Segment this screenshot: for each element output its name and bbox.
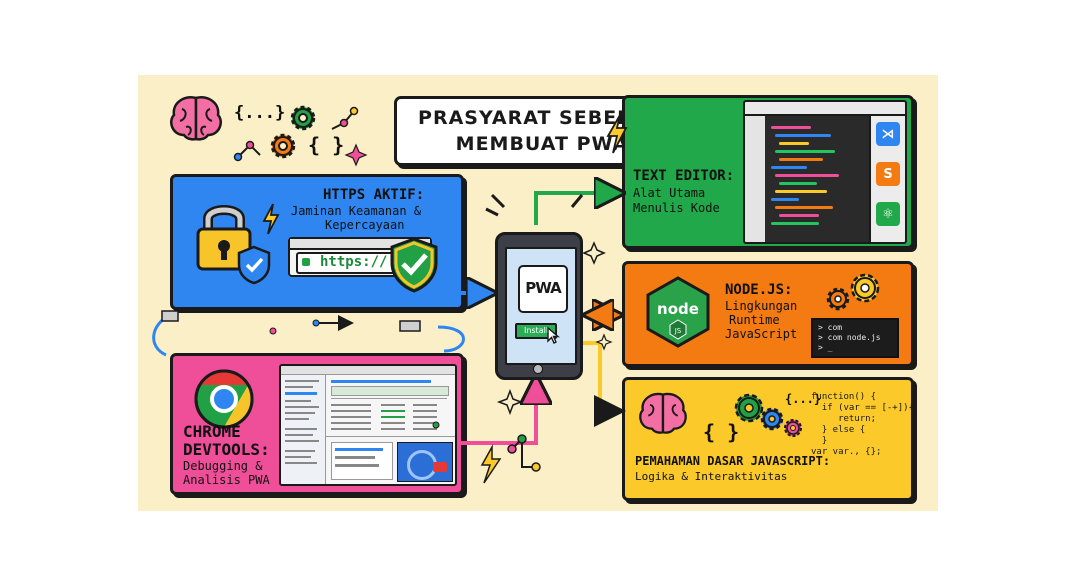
connector-lines [152, 75, 626, 484]
gear-icon [760, 407, 784, 431]
text-editor-line-1: Alat Utama [633, 186, 706, 200]
atom-icon: ⚛ [876, 202, 900, 226]
code-line: } [811, 436, 828, 446]
chrome-heading-2: DEVTOOLS: [183, 440, 270, 459]
nodejs-card: node JS NODE.JS: Lingkungan Runtime Java… [622, 261, 914, 367]
https-line-1: Jaminan Keamanan & [291, 204, 422, 218]
pwa-app-icon[interactable]: PWA [518, 265, 568, 313]
code-line: var var., {}; [811, 447, 882, 457]
cursor-icon [547, 326, 560, 344]
terminal-line: > _ [818, 343, 833, 352]
text-editor-line-2: Menulis Kode [633, 201, 720, 215]
title-line-2: MEMBUAT PWA [455, 133, 629, 155]
nodejs-logo-icon: node JS [646, 276, 710, 348]
code-line: function() { [811, 392, 877, 402]
gear-icon [290, 105, 316, 131]
braces-decor: { } [308, 133, 345, 157]
chrome-to-phone-arrow [461, 381, 536, 445]
devtools-window [279, 364, 457, 486]
https-line-2: Kepercayaan [325, 218, 405, 232]
code-line: if (var == [-+]){ [811, 403, 914, 413]
javascript-line-1: Logika & Interaktivitas [635, 470, 788, 483]
terminal-line: > com node.js [818, 333, 881, 342]
text-editor-card: TEXT EDITOR: Alat Utama Menulis Kode ⋊ S… [606, 95, 914, 249]
diagram-canvas: {...} { } PRASYARAT SEBELUM MEMBUAT PWA [138, 75, 938, 511]
brain-icon [170, 96, 222, 141]
terminal-line: > com [818, 323, 843, 332]
chrome-line-1: Debugging & [183, 459, 263, 473]
braces-decor: {...} [785, 392, 822, 406]
braces-decor: { } [703, 420, 740, 444]
https-heading: HTTPS AKTIF: [323, 187, 425, 203]
gear-icon [850, 273, 880, 303]
nodejs-logo-text: node [657, 300, 699, 318]
title-line-1: PRASYARAT SEBELUM [418, 107, 666, 129]
phone-screen: PWA Install [505, 247, 577, 365]
gear-icon [784, 419, 802, 437]
vscode-icon: ⋊ [876, 122, 900, 146]
network-doodle [233, 106, 368, 167]
padlock-icon [196, 205, 252, 271]
url-field: https:// [296, 252, 400, 274]
javascript-code-snippet: function() { if (var == [-+]){ return; }… [811, 392, 914, 458]
terminal-window: > com > com node.js > _ [811, 318, 899, 358]
code-editor-window: ⋊ S ⚛ [743, 100, 907, 244]
gear-icon [270, 133, 296, 159]
sublime-icon: S [876, 162, 900, 186]
chrome-devtools-card: CHROME DEVTOOLS: Debugging & Analisis PW… [170, 353, 464, 495]
javascript-card: { } {...} function() { if (var == [-+]){… [622, 377, 914, 501]
check-shield-icon [390, 237, 438, 293]
phone-to-js-arrow [578, 341, 626, 427]
braces-decor: {...} [234, 103, 286, 123]
chrome-logo-icon [194, 369, 254, 429]
pwa-label: PWA [525, 279, 561, 297]
nodejs-heading: NODE.JS: [725, 282, 793, 298]
chrome-line-2: Analisis PWA [183, 473, 270, 487]
chrome-heading-1: CHROME [183, 422, 241, 441]
nodejs-line-2: Runtime [729, 313, 780, 327]
phone-to-editor-arrow [534, 193, 618, 225]
shield-icon [237, 245, 271, 285]
lock-icon [302, 258, 310, 266]
code-line: return; [811, 414, 877, 424]
code-line: } else { [811, 425, 866, 435]
javascript-heading: PEMAHAMAN DASAR JAVASCRIPT: [635, 454, 831, 468]
nodejs-logo-sub: JS [674, 327, 682, 335]
phone-mockup: PWA Install [495, 232, 583, 380]
editor-icon-sidebar: ⋊ S ⚛ [869, 116, 905, 242]
text-editor-heading: TEXT EDITOR: [633, 168, 735, 184]
gear-icon [734, 393, 764, 423]
nodejs-line-3: JavaScript [725, 327, 798, 341]
home-button [533, 364, 543, 374]
gear-icon [826, 287, 850, 311]
lightning-icon [262, 203, 280, 235]
lightning-icon [606, 114, 628, 154]
brain-icon [639, 392, 687, 434]
nodejs-line-1: Lingkungan [725, 299, 798, 313]
install-button[interactable]: Install [515, 323, 557, 339]
url-text: https:// [320, 254, 388, 270]
https-card: HTTPS AKTIF: Jaminan Keamanan & Kepercay… [170, 174, 464, 310]
